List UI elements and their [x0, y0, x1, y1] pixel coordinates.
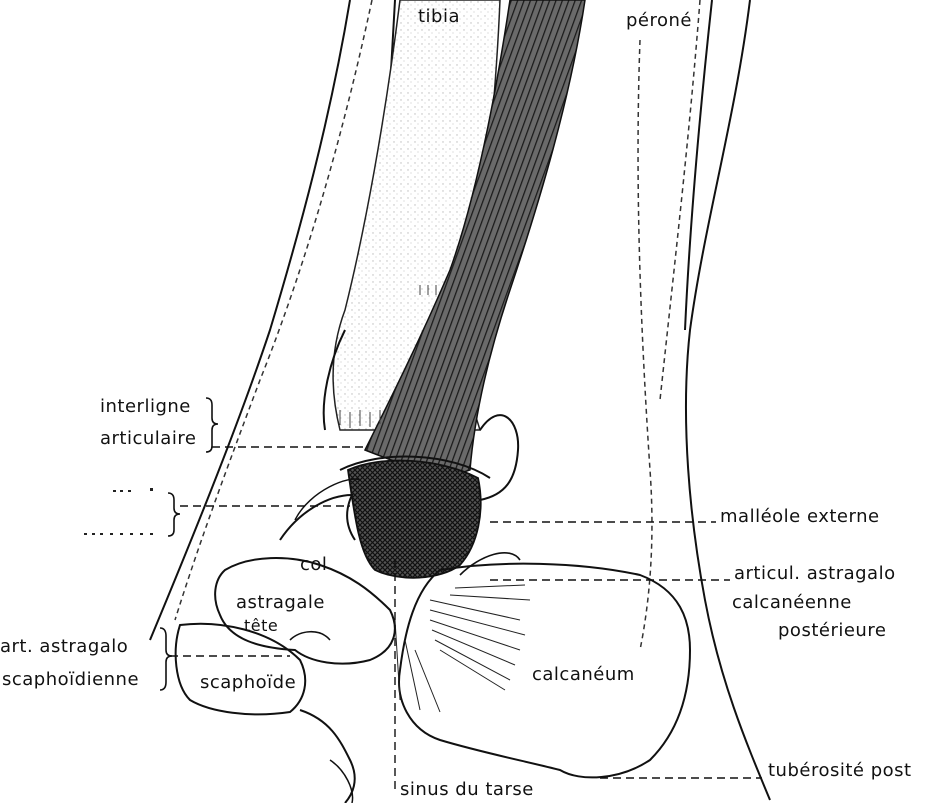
label-interligne: interligne: [100, 396, 191, 417]
label-astragale: astragale: [236, 592, 325, 613]
label-calcaneum: calcanéum: [532, 664, 635, 685]
leader-lines: [170, 446, 762, 790]
label-malleole-externe: malléole externe: [720, 506, 880, 527]
label-perone: péroné: [626, 10, 692, 31]
label-articul-astragalo: articul. astragalo: [734, 563, 896, 584]
label-tibia: tibia: [418, 6, 461, 27]
ligament-fibers: [394, 584, 531, 713]
label-brackets: [159, 397, 219, 691]
label-tuberosite-post: tubérosité post: [768, 760, 912, 781]
label-calcaneenne: calcanéenne: [732, 592, 852, 613]
label-scaphoidienne: scaphoïdienne: [2, 669, 140, 690]
label-sinus-du-tarse: sinus du tarse: [400, 779, 534, 800]
label-col: col: [300, 554, 328, 575]
obscured-label-marks: [84, 488, 153, 535]
label-art-astragalo: art. astragalo: [0, 636, 129, 657]
label-posterieure: postérieure: [778, 620, 887, 641]
tibia-texture-marks: [339, 285, 437, 428]
navicular-bone: [174, 622, 307, 716]
talus-bone: [214, 557, 396, 665]
label-articulaire: articulaire: [100, 428, 197, 449]
lateral-malleolus: [347, 459, 482, 579]
label-scaphoide: scaphoïde: [200, 672, 297, 693]
soft-tissue-dashed-lines: [174, 0, 701, 651]
label-tete: tête: [244, 616, 279, 635]
